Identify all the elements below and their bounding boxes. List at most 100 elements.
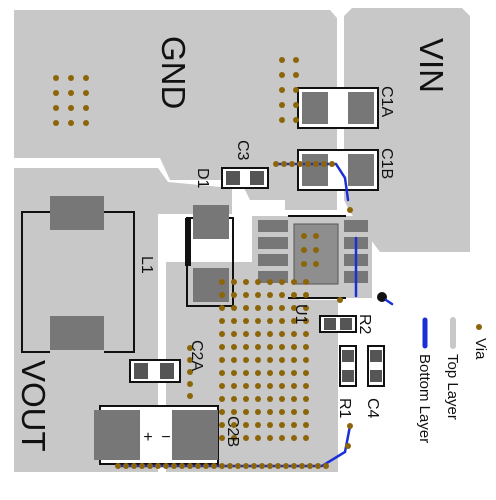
via — [231, 435, 237, 441]
via — [243, 463, 249, 469]
via — [219, 396, 225, 402]
via — [53, 75, 59, 81]
via — [219, 318, 225, 324]
label-u1: U1 — [292, 304, 309, 325]
via — [219, 305, 225, 311]
via — [267, 318, 273, 324]
label-c2b: C2B — [224, 416, 241, 447]
via — [255, 344, 261, 350]
via — [231, 344, 237, 350]
legend-via-swatch — [476, 324, 482, 330]
via — [259, 463, 265, 469]
via — [83, 120, 89, 126]
legend-label-via: Via — [472, 338, 489, 360]
via — [291, 318, 297, 324]
via — [267, 422, 273, 428]
via — [293, 72, 299, 78]
via — [293, 102, 299, 108]
via — [279, 409, 285, 415]
via — [303, 422, 309, 428]
via — [68, 90, 74, 96]
l1-pad-bottom — [50, 316, 104, 350]
via — [53, 105, 59, 111]
via — [231, 318, 237, 324]
via — [255, 292, 261, 298]
via — [301, 247, 307, 253]
via — [243, 396, 249, 402]
via — [279, 331, 285, 337]
via — [313, 233, 319, 239]
r2-pad-right — [340, 318, 352, 330]
via — [279, 435, 285, 441]
via — [303, 331, 309, 337]
c4-pad-bottom — [370, 370, 382, 382]
via — [243, 435, 249, 441]
via — [279, 57, 285, 63]
via — [83, 90, 89, 96]
via — [291, 435, 297, 441]
c2a-pad-left — [134, 363, 148, 379]
legend-label-bottom-layer: Bottom Layer — [416, 354, 433, 443]
via — [219, 463, 225, 469]
via — [291, 357, 297, 363]
via — [231, 396, 237, 402]
via — [303, 292, 309, 298]
via — [255, 370, 261, 376]
via — [297, 161, 303, 167]
via — [235, 463, 241, 469]
via — [187, 345, 193, 351]
d1-pad-top — [193, 205, 229, 239]
via — [187, 463, 193, 469]
via — [219, 435, 225, 441]
r2-pad-left — [324, 318, 336, 330]
via — [187, 357, 193, 363]
via — [243, 305, 249, 311]
c2b-polarized-capacitor — [94, 405, 219, 465]
via — [275, 463, 281, 469]
via — [291, 279, 297, 285]
legend-label-top-layer: Top Layer — [444, 354, 461, 420]
via — [303, 357, 309, 363]
via — [255, 435, 261, 441]
via — [231, 331, 237, 337]
via — [313, 261, 319, 267]
via — [255, 318, 261, 324]
via — [255, 422, 261, 428]
via — [231, 357, 237, 363]
via — [291, 344, 297, 350]
c3-pad-left — [226, 171, 240, 185]
via — [211, 463, 217, 469]
via — [273, 161, 279, 167]
via — [283, 463, 289, 469]
via — [291, 305, 297, 311]
via — [289, 161, 295, 167]
via — [243, 422, 249, 428]
via — [68, 105, 74, 111]
r1-pad-bottom — [342, 370, 354, 382]
via — [243, 279, 249, 285]
vin-pour — [344, 8, 470, 252]
via — [267, 435, 273, 441]
via — [321, 161, 327, 167]
c1a-pad-left — [302, 92, 328, 124]
via — [279, 305, 285, 311]
via — [131, 463, 137, 469]
via — [231, 292, 237, 298]
via — [267, 370, 273, 376]
c2b-plus-sign: + — [143, 429, 152, 446]
via — [291, 409, 297, 415]
via — [299, 463, 305, 469]
via — [231, 383, 237, 389]
via — [279, 102, 285, 108]
via — [83, 105, 89, 111]
via — [293, 87, 299, 93]
via — [231, 370, 237, 376]
via — [329, 161, 335, 167]
via — [219, 331, 225, 337]
via — [347, 423, 353, 429]
via — [279, 383, 285, 389]
label-r1: R1 — [336, 398, 353, 419]
via — [255, 357, 261, 363]
c4-pad-top — [370, 350, 382, 362]
via — [291, 463, 297, 469]
